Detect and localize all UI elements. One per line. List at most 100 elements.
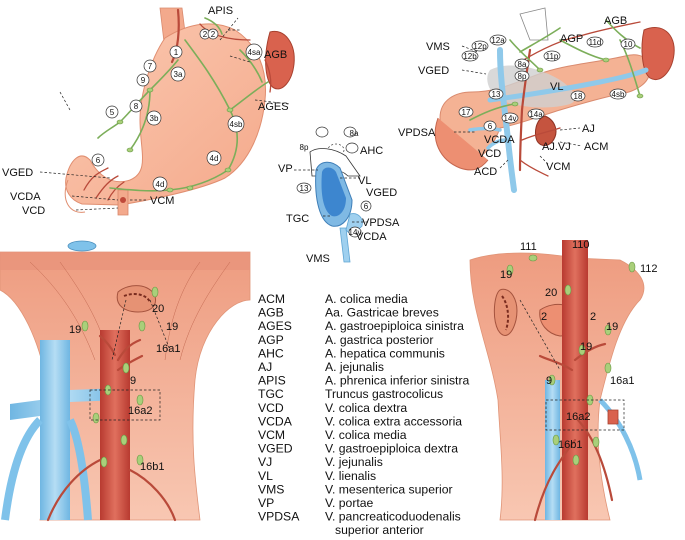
station-marker [169, 45, 183, 59]
label-agp: AGP [560, 33, 583, 45]
label-acd: ACD [474, 166, 497, 178]
station-label: 19 [69, 324, 81, 336]
station-label: 112 [640, 263, 658, 275]
station-label: 4sa [248, 48, 261, 57]
left-gastric-artery [170, 8, 180, 64]
legend-full-name: Aa. Gastricae breves [325, 306, 439, 320]
legend-full-name: V. portae [325, 496, 374, 510]
label-vl: VL [550, 81, 563, 93]
aorta-right [562, 240, 588, 520]
legend-abbr: AHC [258, 346, 284, 360]
legend-abbr: APIS [258, 374, 286, 388]
center-schema-panel: 8p 8a 13 6 14v AHC VP VL VGED TGC VPDSA … [278, 126, 400, 265]
station-marker [143, 59, 157, 73]
label-ajvj: AJ.VJ [542, 141, 571, 153]
legend-abbr: TGC [258, 387, 284, 401]
station-marker [458, 106, 474, 118]
station-label: 2 [541, 311, 547, 323]
station-label: 6 [364, 202, 369, 211]
station-marker [129, 99, 143, 113]
station-marker [227, 115, 245, 133]
legend-full-name: V. colica dextra [325, 401, 407, 415]
station-label: 111 [520, 241, 537, 253]
station-label: 16a1 [610, 375, 634, 387]
station-label: 4d [210, 154, 219, 163]
station-label: 1 [174, 48, 179, 57]
center-station-markers: 8p 8a 13 6 14v [300, 129, 372, 238]
station-label: 13 [300, 184, 309, 193]
mesentery-left-nodes [81, 286, 159, 468]
stomach-station-markers: 1 2 2 3a 3b 4sa 4sb 4d 4d 5 6 7 8 [91, 28, 263, 192]
station-marker [170, 66, 186, 82]
pancreas-panel: 12p 12a 12b 8a 8p 11p 11d 10 4sb 13 14v … [398, 7, 675, 193]
label-vcda: VCDA [484, 134, 515, 146]
station-marker [471, 40, 489, 52]
label-vcd: VCD [22, 205, 45, 217]
station-label: 12p [473, 42, 487, 51]
station-label: 19 [580, 341, 592, 353]
legend-full-name: A. colica media [325, 292, 408, 306]
label-vpdsa: VPDSA [398, 127, 436, 139]
station-label: 14v [504, 114, 517, 123]
station-label: 4d [156, 180, 165, 189]
mesentery-left-panel: 20 19 19 16a1 9 16a2 16b1 [0, 240, 251, 522]
station-label: 14a [529, 110, 543, 119]
label-vcda: VCDA [10, 191, 41, 203]
label-aj: AJ [582, 123, 595, 135]
legend-full-name: A. hepatica communis [325, 346, 445, 360]
station-label: 7 [148, 62, 153, 71]
legend-full-name: V. lienalis [325, 469, 376, 483]
station-label: 5 [110, 108, 115, 117]
label-tgc: TGC [286, 213, 309, 225]
vena-cava-left [40, 340, 70, 520]
label-agb: AGB [264, 49, 287, 61]
station-label: 6 [488, 122, 493, 131]
station-marker [245, 43, 263, 61]
label-vl: VL [358, 175, 371, 187]
stomach [65, 23, 267, 206]
station-label: 10 [624, 40, 633, 49]
station-label: 16b1 [140, 461, 164, 473]
station-marker [586, 36, 604, 48]
legend-abbr: VP [258, 496, 274, 510]
station-marker [146, 110, 162, 126]
label-vged: VGED [2, 167, 33, 179]
station-label: 17 [462, 108, 471, 117]
label-ages: AGES [258, 101, 289, 113]
stomach-lymph-nodes [116, 87, 234, 193]
legend-abbr: AGES [258, 319, 292, 333]
legend-abbr: VCD [258, 401, 284, 415]
legend-abbr: ACM [258, 292, 285, 306]
station-label: 110 [572, 239, 590, 251]
station-label: 4sb [612, 90, 625, 99]
station-label: 8a [518, 60, 527, 69]
spleen-pancreas [641, 27, 675, 80]
mesentery-right-nodes [506, 254, 636, 466]
station-label: 8p [518, 72, 527, 81]
label-vcda: VCDA [356, 231, 387, 243]
station-label: 18 [574, 92, 583, 101]
label-apis: APIS [208, 5, 233, 17]
legend-full-name: V. pancreaticoduodenalis [325, 510, 461, 524]
station-label: 8 [134, 102, 139, 111]
station-marker [501, 112, 519, 124]
mesentery-right-panel: 111 110 112 19 20 2 2 19 19 16a1 9 16a2 … [469, 239, 658, 522]
station-marker [207, 28, 219, 40]
station-label: 20 [152, 303, 164, 315]
legend-full-name: V. colica media [325, 428, 407, 442]
stomach-panel: 1 2 2 3a 3b 4sa 4sb 4d 4d 5 6 7 8 [2, 5, 295, 217]
legend-full-name: Truncus gastrocolicus [325, 387, 443, 401]
label-vp: VP [278, 163, 293, 175]
station-label: 9 [141, 76, 146, 85]
station-label: 3b [150, 114, 159, 123]
legend-abbr: AJ [258, 360, 272, 374]
station-marker [152, 176, 168, 192]
station-label: 16b1 [558, 439, 582, 451]
station-label: 12a [491, 36, 505, 45]
label-vged: VGED [366, 187, 397, 199]
label-ahc: AHC [360, 145, 383, 157]
legend-abbr: VJ [258, 455, 272, 469]
station-label: 19 [500, 269, 512, 281]
